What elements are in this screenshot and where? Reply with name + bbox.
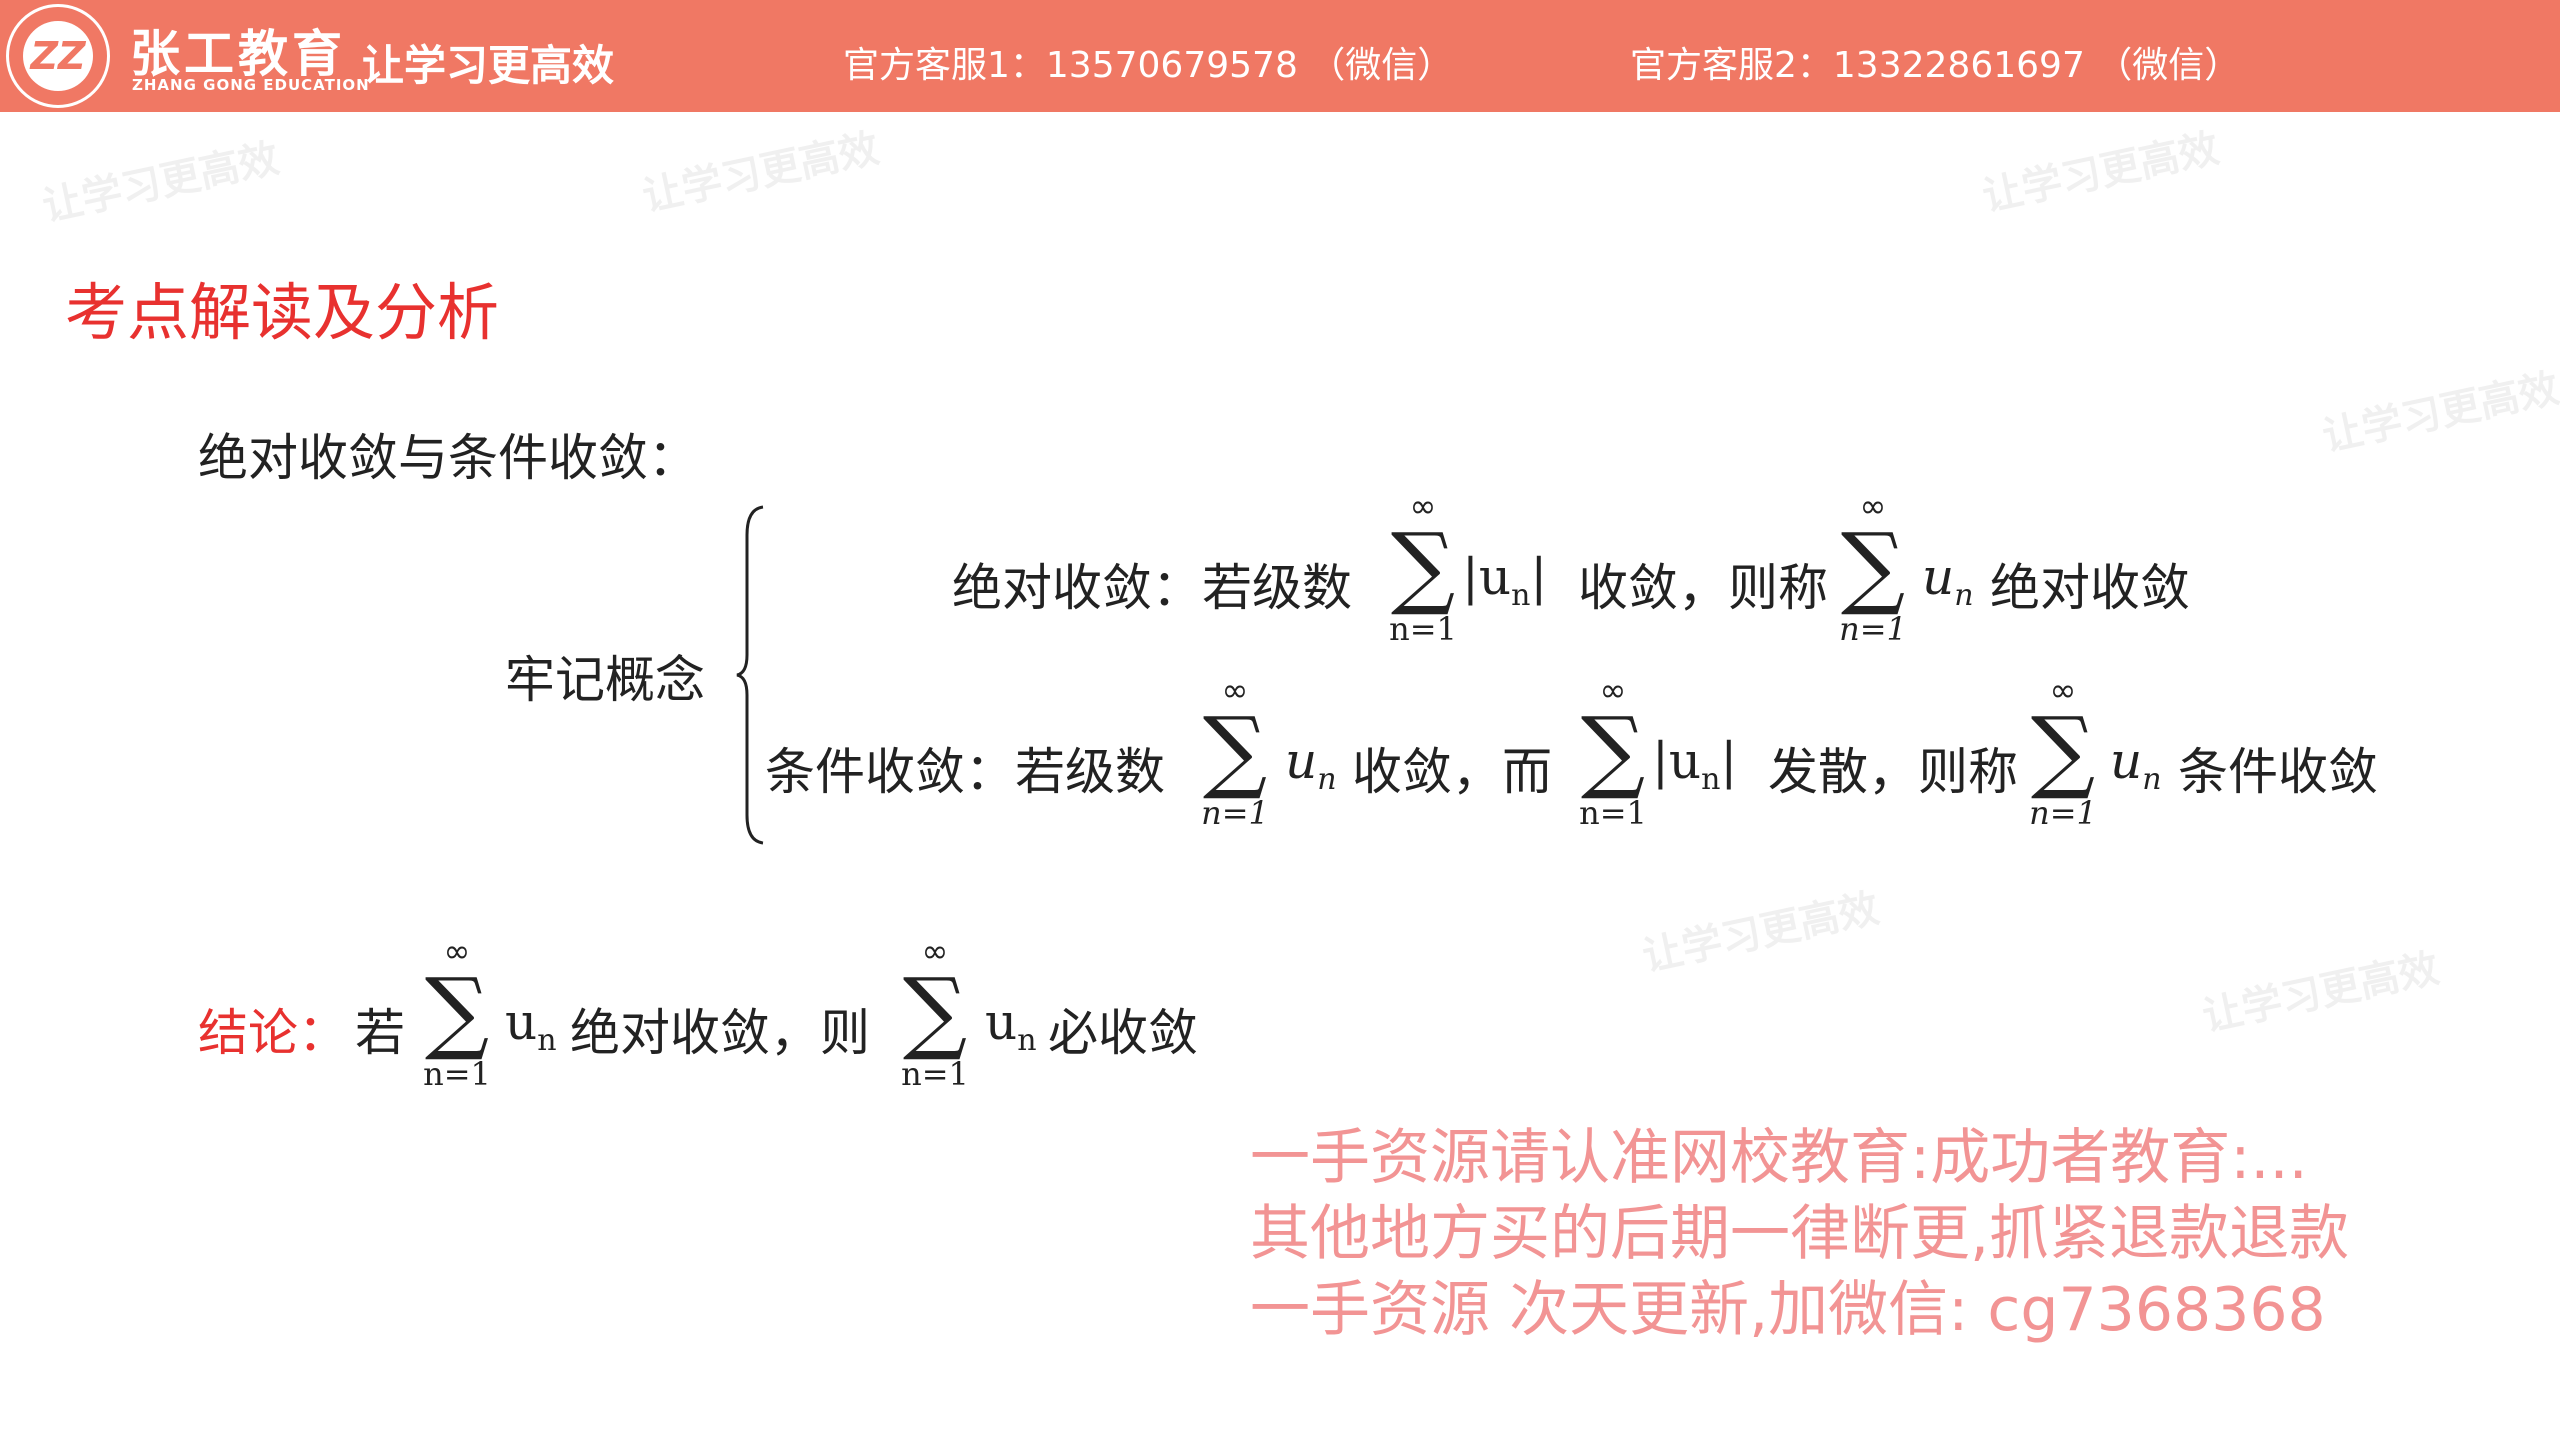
term: un (985, 993, 1037, 1058)
watermark-line: 一手资源 次天更新,加微信: cg7368368 (1250, 1275, 2326, 1345)
contact-1: 官方客服1：13570679578 （微信） (843, 45, 1454, 86)
term: un (505, 993, 557, 1058)
watermark-line: 其他地方买的后期一律断更,抓紧退款退款 (1250, 1199, 2350, 1269)
sum-symbol: ∞∑n=1 (423, 932, 491, 1093)
conclusion-text-b: 绝对收敛，则 (570, 1004, 870, 1062)
abs-term: |un| (1652, 732, 1738, 797)
faint-watermark: 让学习更高效 (1638, 885, 1883, 981)
contact-2: 官方客服2：13322861697 （微信） (1630, 45, 2241, 86)
faint-watermark: 让学习更高效 (2318, 365, 2560, 461)
conclusion-label: 结论： (198, 1004, 348, 1062)
faint-watermark: 让学习更高效 (38, 135, 283, 231)
cond-conv-text-a: 条件收敛：若级数 (765, 743, 1165, 801)
logo-mark: ZZ (23, 21, 93, 91)
brand-name-en: ZHANG GONG EDUCATION (132, 76, 370, 94)
watermark-line: 一手资源请认准网校教育:成功者教育:... (1250, 1123, 2308, 1193)
section-subtitle: 绝对收敛与条件收敛： (198, 429, 698, 487)
term: un (1922, 548, 1974, 613)
sum-symbol: ∞∑n=1 (1839, 487, 1907, 648)
cond-conv-text-d: 条件收敛 (2178, 743, 2378, 801)
watermark-text: 一手资源请认准网校教育:成功者教育:... 其他地方买的后期一律断更,抓紧退款退… (1250, 1120, 2349, 1348)
term: un (1285, 732, 1337, 797)
sum-symbol: ∞∑n=1 (1579, 671, 1647, 832)
faint-watermark: 让学习更高效 (638, 125, 883, 221)
abs-term: |un| (1462, 548, 1548, 613)
slogan: 让学习更高效 (362, 41, 615, 90)
abs-conv-text-b: 收敛，则称 (1578, 559, 1828, 617)
abs-conv-text-a: 绝对收敛：若级数 (952, 559, 1352, 617)
faint-watermark: 让学习更高效 (2198, 945, 2443, 1041)
left-brace (736, 505, 764, 845)
concept-label: 牢记概念 (505, 651, 705, 709)
abs-conv-text-c: 绝对收敛 (1990, 559, 2190, 617)
conclusion-text-a: 若 (355, 1004, 405, 1062)
faint-watermark: 让学习更高效 (1978, 125, 2223, 221)
sum-symbol: ∞∑n=1 (901, 932, 969, 1093)
cond-conv-text-c: 发散，则称 (1768, 743, 2018, 801)
brand-name: 张工教育 (130, 25, 346, 83)
term: un (2110, 732, 2162, 797)
conclusion-text-c: 必收敛 (1048, 1004, 1198, 1062)
logo: ZZ (6, 4, 110, 108)
sum-symbol: ∞∑n=1 (1389, 487, 1457, 648)
sum-symbol: ∞∑n=1 (1201, 671, 1269, 832)
cond-conv-text-b: 收敛，而 (1352, 743, 1552, 801)
header-bar: ZZ 张工教育 ZHANG GONG EDUCATION 让学习更高效 官方客服… (0, 0, 2560, 112)
sum-symbol: ∞∑n=1 (2029, 671, 2097, 832)
page-title: 考点解读及分析 (65, 276, 500, 349)
